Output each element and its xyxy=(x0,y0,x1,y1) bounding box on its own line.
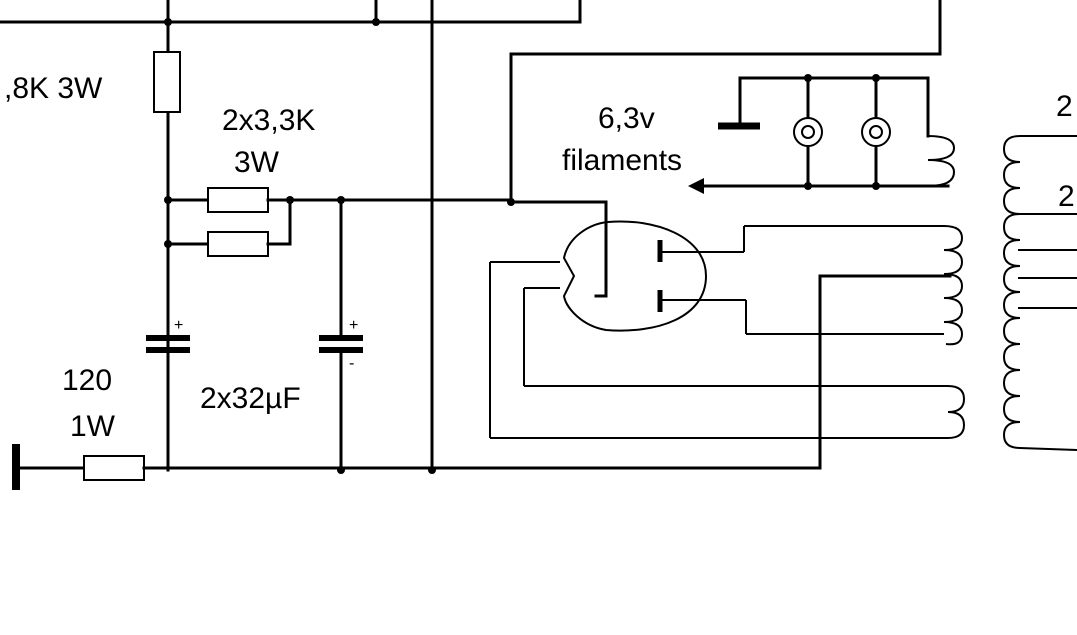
capacitor-left: + xyxy=(146,242,190,353)
label-r-bottom-line2: 1W xyxy=(70,410,116,443)
svg-text:+: + xyxy=(349,317,358,334)
capacitor-right: + - xyxy=(319,198,363,472)
label-r-mid-line1: 2x3,3K xyxy=(222,104,315,137)
transformer-secondary xyxy=(943,225,966,439)
label-filaments-line2: filaments xyxy=(562,144,682,177)
top-rail xyxy=(0,0,942,204)
label-right-top: 2 xyxy=(1056,90,1073,123)
label-filaments-line1: 6,3v xyxy=(598,102,655,135)
ground-rail xyxy=(12,274,952,490)
label-right-mid: 2 xyxy=(1058,180,1075,213)
label-r-top: ,8K 3W xyxy=(4,72,103,105)
label-r-bottom-line1: 120 xyxy=(62,364,112,397)
svg-text:+: + xyxy=(174,317,183,334)
label-cap-value: 2x32µF xyxy=(200,382,301,415)
resistor-pair-3-3k xyxy=(164,187,515,257)
filament-circuit xyxy=(688,74,956,194)
label-r-mid-line2: 3W xyxy=(234,146,280,179)
vacuum-tube xyxy=(489,200,948,439)
transformer-primary xyxy=(1002,135,1077,451)
resistor-8k-3w xyxy=(153,51,181,113)
svg-text:-: - xyxy=(349,355,354,372)
